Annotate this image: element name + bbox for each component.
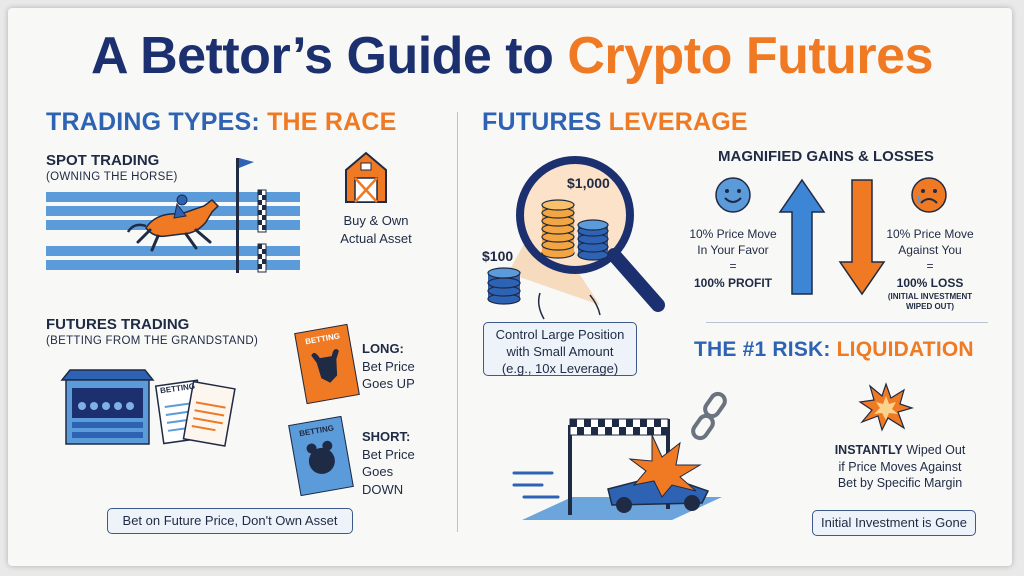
column-divider	[457, 112, 458, 532]
liquidation-crash-illustration	[512, 391, 727, 520]
gain-line1: 10% Price Move	[689, 227, 777, 241]
long-caption: LONG: Bet Price Goes UP	[362, 340, 428, 393]
track-lane	[46, 192, 300, 202]
title-part1: A Bettor’s Guide to	[91, 27, 554, 85]
risk-heading-part2: LIQUIDATION	[836, 338, 974, 361]
risk-line1-bold: INSTANTLY	[834, 443, 903, 457]
sad-face-icon	[911, 177, 947, 213]
trading-types-heading: TRADING TYPES: THE RACE	[46, 108, 396, 137]
short-line2: Goes DOWN	[362, 464, 404, 497]
short-line1: Bet Price	[362, 446, 415, 462]
risk-footer-box: Initial Investment is Gone	[812, 510, 976, 536]
bull-icon	[311, 349, 339, 383]
long-line1: Bet Price	[362, 358, 415, 374]
coin-stack-large	[541, 199, 575, 259]
risk-heading: THE #1 RISK: LIQUIDATION	[694, 338, 974, 362]
spot-caption: Buy & Own Actual Asset	[328, 212, 424, 247]
loss-equals: =	[926, 259, 934, 274]
checkered-strip	[257, 189, 267, 273]
magnified-title: MAGNIFIED GAINS & LOSSES	[718, 148, 934, 165]
barn-icon	[345, 151, 387, 203]
risk-heading-part1: THE #1 RISK:	[694, 338, 831, 361]
risk-line2: if Price Moves Against	[838, 459, 962, 474]
heading-part2: LEVERAGE	[608, 108, 748, 136]
loss-caption: 10% Price Move Against You = 100% LOSS	[876, 226, 984, 291]
grandstand-icon	[60, 369, 155, 445]
heading-part1: TRADING TYPES:	[46, 108, 260, 136]
loss-line1: 10% Price Move	[886, 227, 974, 241]
heading-part1: FUTURES	[482, 108, 602, 136]
coin-stack-blue	[577, 219, 609, 261]
long-line2: Goes UP	[362, 376, 415, 392]
spot-trading-subtitle: (OWNING THE HORSE)	[46, 171, 178, 183]
risk-line1: INSTANTLY Wiped Out	[824, 442, 976, 459]
coin-stack-small	[487, 267, 521, 305]
loss-line2: Against You	[898, 243, 962, 258]
track-lane	[46, 206, 300, 216]
loss-note: (INITIAL INVESTMENT WIPED OUT)	[876, 292, 984, 311]
loss-note-line2: WIPED OUT)	[906, 301, 954, 311]
short-title: SHORT:	[362, 429, 411, 444]
title-part2: Crypto Futures	[567, 27, 933, 85]
loss-result: 100% LOSS	[896, 275, 964, 290]
short-ticket: BETTING	[288, 415, 354, 497]
up-arrow-icon	[778, 178, 826, 295]
spot-caption-line1: Buy & Own	[343, 213, 409, 228]
track-lane	[46, 246, 300, 256]
broken-chain-icon	[691, 391, 727, 441]
futures-leverage-heading: FUTURES LEVERAGE	[482, 108, 748, 137]
futures-footer-box: Bet on Future Price, Don't Own Asset	[107, 508, 353, 534]
leverage-magnifier-illustration	[487, 156, 665, 320]
happy-face-icon	[715, 177, 751, 213]
futures-trading-title: FUTURES TRADING	[46, 316, 190, 333]
control-line2: with Small Amount	[506, 343, 614, 359]
long-title: LONG:	[362, 341, 404, 356]
flag-icon	[239, 158, 254, 168]
magnifier-handle	[607, 248, 665, 312]
gain-result: 100% PROFIT	[693, 275, 773, 290]
futures-trading-subtitle: (BETTING FROM THE GRANDSTAND)	[46, 335, 259, 347]
race-track-illustration	[46, 158, 300, 273]
control-line3: (e.g., 10x Leverage)	[501, 360, 619, 376]
page-title: A Bettor’s Guide to Crypto Futures	[0, 26, 1024, 86]
amount-large: $1,000	[567, 175, 610, 191]
explosion-burst-icon	[858, 382, 915, 432]
bear-icon	[306, 440, 335, 474]
pointer-arrow	[589, 294, 601, 316]
track-lane	[46, 260, 300, 270]
long-ticket: BETTING	[294, 323, 360, 405]
short-caption: SHORT: Bet Price Goes DOWN	[362, 428, 434, 498]
risk-caption: INSTANTLY Wiped Out if Price Moves Again…	[824, 442, 976, 492]
gain-line2: In Your Favor	[697, 243, 769, 258]
risk-line3: Bet by Specific Margin	[837, 476, 963, 490]
flag-pole	[236, 158, 239, 273]
loss-note-line1: (INITIAL INVESTMENT	[887, 292, 973, 301]
pointer-arrow	[537, 292, 545, 320]
control-position-box: Control Large Position with Small Amount…	[483, 322, 637, 376]
control-line1: Control Large Position	[495, 327, 625, 342]
explosion-icon	[628, 434, 702, 498]
speed-lines	[512, 471, 560, 499]
gain-equals: =	[729, 259, 737, 274]
racehorse-icon	[126, 194, 220, 252]
gain-caption: 10% Price Move In Your Favor = 100% PROF…	[680, 226, 786, 291]
amount-small: $100	[482, 248, 514, 264]
section-divider	[706, 322, 988, 323]
betting-tickets-icon	[154, 379, 236, 447]
spot-trading-title: SPOT TRADING	[46, 152, 160, 169]
heading-part2: THE RACE	[267, 108, 397, 136]
down-arrow-icon	[838, 179, 886, 296]
risk-line1-rest: Wiped Out	[902, 443, 966, 457]
spot-caption-line2: Actual Asset	[340, 230, 412, 246]
